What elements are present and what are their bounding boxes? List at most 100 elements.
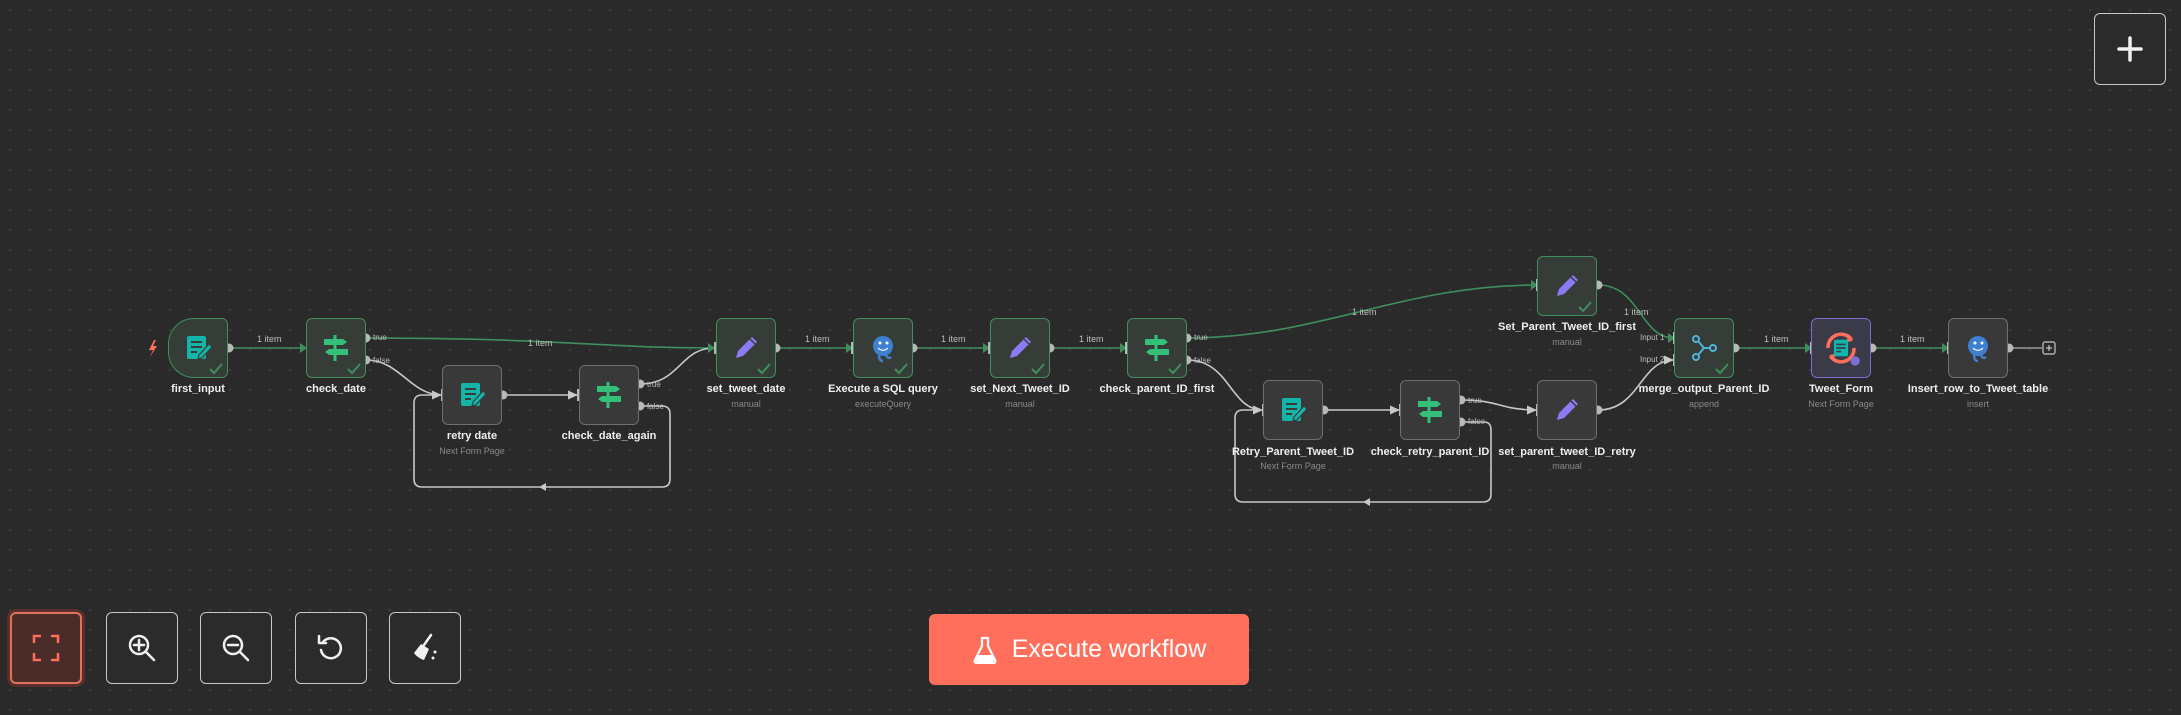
edge-check_retry-true[interactable] xyxy=(1460,399,1538,415)
port-label-false: false xyxy=(647,402,664,411)
node-first_input[interactable] xyxy=(168,318,228,378)
port-in[interactable] xyxy=(851,342,854,354)
edge-label: 1 item xyxy=(941,334,966,344)
node-subtitle: Next Form Page xyxy=(439,446,505,456)
fit-view-icon xyxy=(32,634,60,662)
node-title: set_Next_Tweet_ID xyxy=(970,383,1070,395)
port-in[interactable] xyxy=(1125,342,1128,354)
port-label-false: false xyxy=(1468,417,1485,426)
node-retry_parent_tweet_id[interactable] xyxy=(1263,380,1323,440)
edge-label: 1 item xyxy=(1900,334,1925,344)
if-icon xyxy=(1418,397,1442,423)
pencil-icon xyxy=(736,337,757,358)
success-check-icon xyxy=(209,363,223,375)
if-icon xyxy=(324,335,348,361)
edge-set_parent_first-merge[interactable] xyxy=(1597,284,1675,339)
success-check-icon xyxy=(347,363,361,375)
form-trigger-icon xyxy=(187,336,213,360)
merge-icon xyxy=(1692,335,1717,361)
port-label-true: true xyxy=(1194,333,1208,342)
port-label-input1: Input 1 xyxy=(1640,333,1665,342)
node-merge_output_parent_id[interactable] xyxy=(1674,318,1734,378)
form-icon xyxy=(1282,398,1308,422)
node-tweet_form[interactable] xyxy=(1811,318,1871,378)
zoom-in-icon xyxy=(128,634,156,662)
flask-icon xyxy=(973,636,997,664)
node-check_retry_parent_id[interactable] xyxy=(1400,380,1460,440)
port-label-true: true xyxy=(647,380,661,389)
port-label-input2: Input 2 xyxy=(1640,355,1665,364)
arrow-tweet_form-in xyxy=(1805,343,1812,353)
pencil-icon xyxy=(1557,275,1578,296)
node-subtitle: manual xyxy=(1552,461,1582,471)
pencil-icon xyxy=(1010,337,1031,358)
node-title: check_date xyxy=(306,383,366,395)
node-retry_date[interactable] xyxy=(442,365,502,425)
edge-check_date-true[interactable] xyxy=(365,337,715,349)
node-set_tweet_date[interactable] xyxy=(716,318,776,378)
edge-label: 1 item xyxy=(805,334,830,344)
arrow-set_parent_first-in xyxy=(1531,280,1538,290)
node-set_parent_tweet_id_first[interactable] xyxy=(1537,256,1597,316)
fit-view-button[interactable] xyxy=(10,612,82,684)
node-set_next_tweet_id[interactable] xyxy=(990,318,1050,378)
zoom-out-button[interactable] xyxy=(200,612,272,684)
node-check_parent_id_first[interactable] xyxy=(1127,318,1187,378)
edge-check_date-false[interactable] xyxy=(365,359,443,400)
success-check-icon xyxy=(1578,301,1592,313)
node-check_date_again[interactable] xyxy=(579,365,639,425)
execute-workflow-label: Execute workflow xyxy=(1011,635,1207,663)
node-title: check_date_again xyxy=(561,430,657,442)
zoom-out-icon xyxy=(222,634,250,662)
execute-workflow-button[interactable]: Execute workflow xyxy=(929,614,1249,685)
edge-check_parent-true[interactable] xyxy=(1186,284,1538,339)
postgres-icon xyxy=(1968,336,1988,363)
arrow-sql-in xyxy=(846,343,853,353)
node-subtitle: manual xyxy=(731,399,761,409)
success-check-icon xyxy=(1168,363,1182,375)
node-title: Insert_row_to_Tweet_table xyxy=(1907,383,2049,395)
if-icon xyxy=(1145,335,1169,361)
reset-icon xyxy=(317,634,343,660)
edge-label: 1 item xyxy=(528,338,553,348)
node-subtitle: manual xyxy=(1552,337,1582,347)
tidy-up-icon xyxy=(414,633,437,660)
node-title: set_tweet_date xyxy=(706,383,786,395)
port-label-false: false xyxy=(1194,356,1211,365)
add-node-button[interactable] xyxy=(2094,13,2166,85)
if-icon xyxy=(597,382,621,408)
success-check-icon xyxy=(894,363,908,375)
pencil-icon xyxy=(1557,399,1578,420)
edge-label: 1 item xyxy=(257,334,282,344)
zoom-in-button[interactable] xyxy=(106,612,178,684)
node-set_parent_tweet_id_retry[interactable] xyxy=(1537,380,1597,440)
node-title: Tweet_Form xyxy=(1809,383,1873,395)
loop-arrow-2 xyxy=(1363,498,1370,506)
plus-icon xyxy=(2117,36,2143,62)
edge-set_parent_retry-merge[interactable] xyxy=(1597,355,1675,411)
arrow-check_parent-in xyxy=(1120,343,1127,353)
reset-zoom-button[interactable] xyxy=(295,612,367,684)
edge-check_parent-false[interactable] xyxy=(1186,359,1264,415)
edge-check_again-true[interactable] xyxy=(639,347,715,385)
node-title: Set_Parent_Tweet_ID_first xyxy=(1498,321,1636,333)
node-subtitle: executeQuery xyxy=(854,399,912,409)
node-execute_sql[interactable] xyxy=(853,318,913,378)
arrow-merge-in1 xyxy=(1668,333,1675,343)
add-next-node-icon[interactable] xyxy=(2042,341,2056,355)
node-title: Retry_Parent_Tweet_ID xyxy=(1231,446,1355,458)
node-title: retry date xyxy=(446,430,498,442)
node-subtitle: append xyxy=(1688,399,1720,409)
node-subtitle: manual xyxy=(1005,399,1035,409)
arrow-set_tweet_date-in xyxy=(708,343,715,353)
port-in[interactable] xyxy=(988,342,991,354)
tidy-up-button[interactable] xyxy=(389,612,461,684)
edge-label: 1 item xyxy=(1352,307,1377,317)
node-check_date[interactable] xyxy=(306,318,366,378)
node-title: check_retry_parent_ID xyxy=(1370,446,1490,458)
node-insert_row_to_tweet_table[interactable] xyxy=(1948,318,2008,378)
node-title: first_input xyxy=(171,383,225,395)
port-in[interactable] xyxy=(577,389,580,401)
port-in[interactable] xyxy=(714,342,717,354)
success-check-icon xyxy=(1715,363,1729,375)
